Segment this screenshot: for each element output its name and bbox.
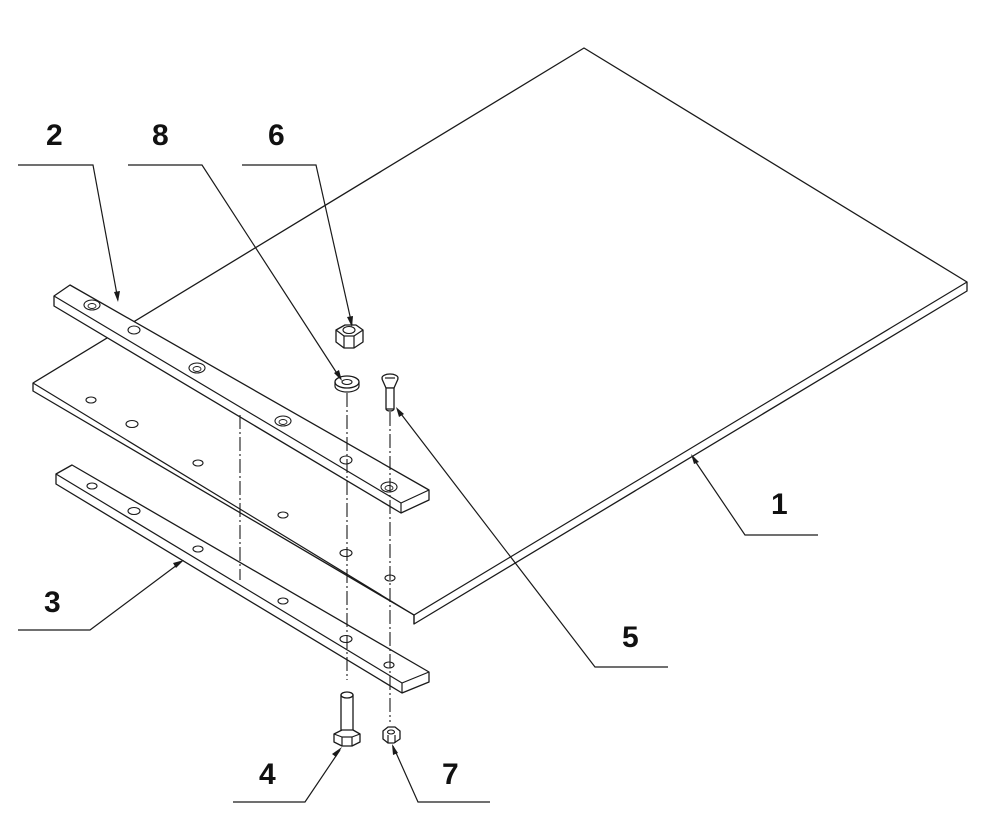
- leader-3: [18, 561, 182, 631]
- leader-4: [233, 749, 341, 803]
- leader-1: [692, 457, 818, 536]
- part-1-panel: [32, 47, 968, 625]
- panel-hole: [339, 548, 353, 558]
- callout-2-label: 2: [46, 119, 63, 152]
- strip-2-countersunk-holes: [83, 299, 398, 493]
- callout-labels: 1 2 3 4 5 6 7 8: [44, 119, 788, 791]
- panel-hole: [125, 419, 139, 429]
- callout-1-label: 1: [771, 488, 788, 521]
- panel-hole: [277, 511, 289, 519]
- leader-5: [397, 409, 668, 668]
- part-3-lower-strip: [55, 464, 430, 694]
- strip-3-holes: [86, 482, 395, 669]
- leader-8: [128, 164, 341, 379]
- part-5-countersunk-screw: [381, 373, 399, 412]
- callout-5-label: 5: [622, 621, 639, 654]
- part-4-hex-bolt: [333, 691, 361, 747]
- assembly-axes: [239, 393, 391, 722]
- part-6-hex-nut: [335, 324, 364, 349]
- panel-hole: [192, 459, 204, 467]
- callout-3-label: 3: [44, 586, 61, 619]
- callout-4-label: 4: [259, 758, 276, 791]
- callout-8-label: 8: [152, 119, 169, 152]
- part-2-upper-strip: [53, 284, 430, 514]
- part-7-small-nut: [382, 726, 401, 744]
- leader-6: [242, 164, 353, 326]
- leader-2: [18, 164, 119, 301]
- leader-7: [392, 745, 490, 803]
- callout-6-label: 6: [268, 119, 285, 152]
- leader-lines: [18, 164, 818, 803]
- callout-7-label: 7: [442, 758, 459, 791]
- panel-hole: [85, 396, 97, 404]
